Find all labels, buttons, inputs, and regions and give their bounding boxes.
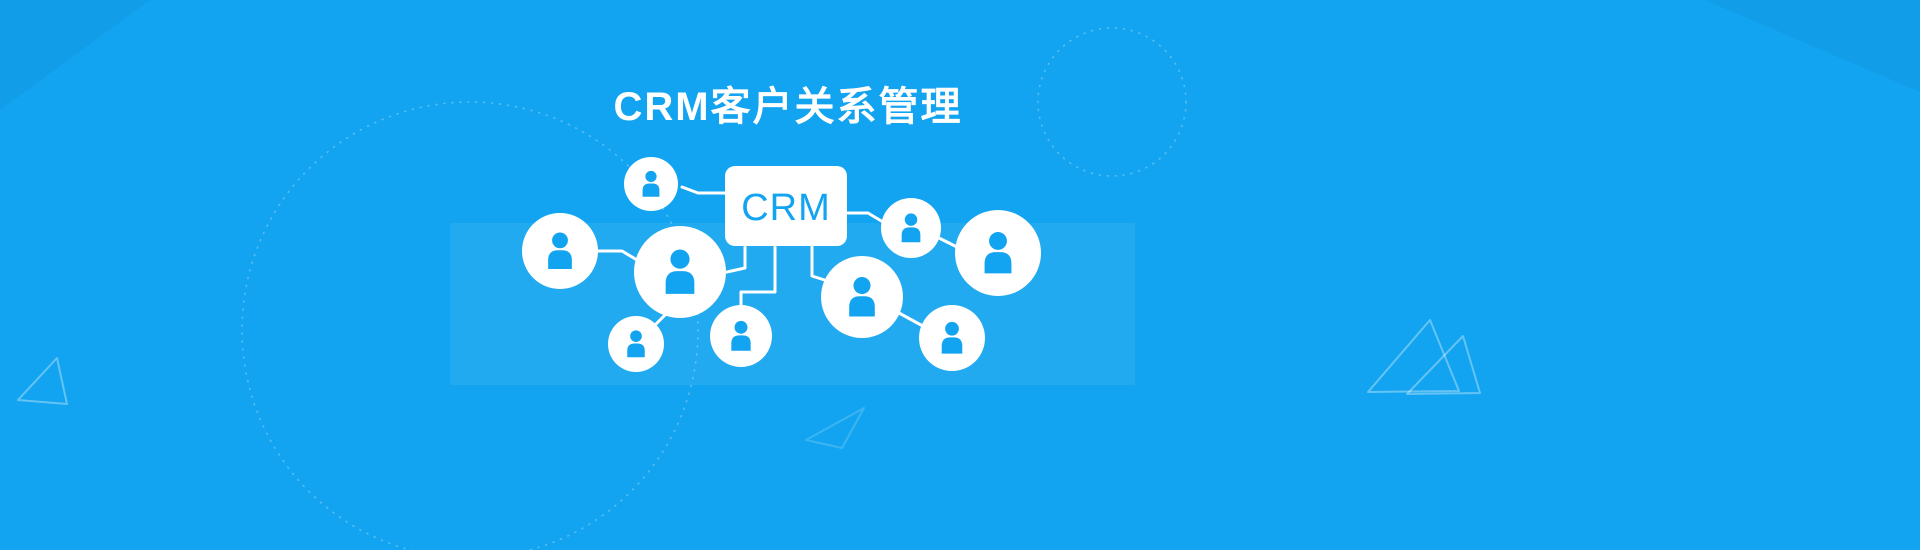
triangle-decoration	[17, 357, 68, 405]
dotted-circle-decoration	[241, 101, 699, 550]
crm-label: CRM	[741, 187, 831, 229]
customer-node	[821, 256, 903, 338]
customer-node	[608, 316, 664, 372]
customer-node	[634, 226, 726, 318]
customer-node	[919, 305, 985, 371]
customer-node	[881, 198, 941, 258]
customer-node	[522, 213, 598, 289]
customer-node	[710, 305, 772, 367]
connector-line	[725, 245, 747, 274]
crm-box	[725, 166, 847, 246]
customer-nodes	[522, 157, 1041, 372]
connector-line	[897, 311, 923, 327]
dotted-circle-decoration	[1037, 27, 1187, 177]
triangle-decoration	[1367, 319, 1460, 393]
triangle-decoration	[1406, 335, 1481, 395]
connector-line	[937, 236, 959, 249]
corner-shade-decoration	[0, 0, 150, 110]
customer-node	[624, 157, 678, 211]
connector-line	[680, 185, 728, 195]
connector-line	[739, 245, 777, 309]
corner-shade-decoration	[1705, 0, 1920, 92]
banner-title: CRM客户关系管理	[613, 85, 963, 129]
customer-node	[955, 210, 1041, 296]
triangle-decoration	[805, 407, 865, 449]
connector-line	[846, 211, 885, 224]
crm-center-node: CRM	[725, 166, 847, 246]
connector-line	[596, 249, 644, 265]
